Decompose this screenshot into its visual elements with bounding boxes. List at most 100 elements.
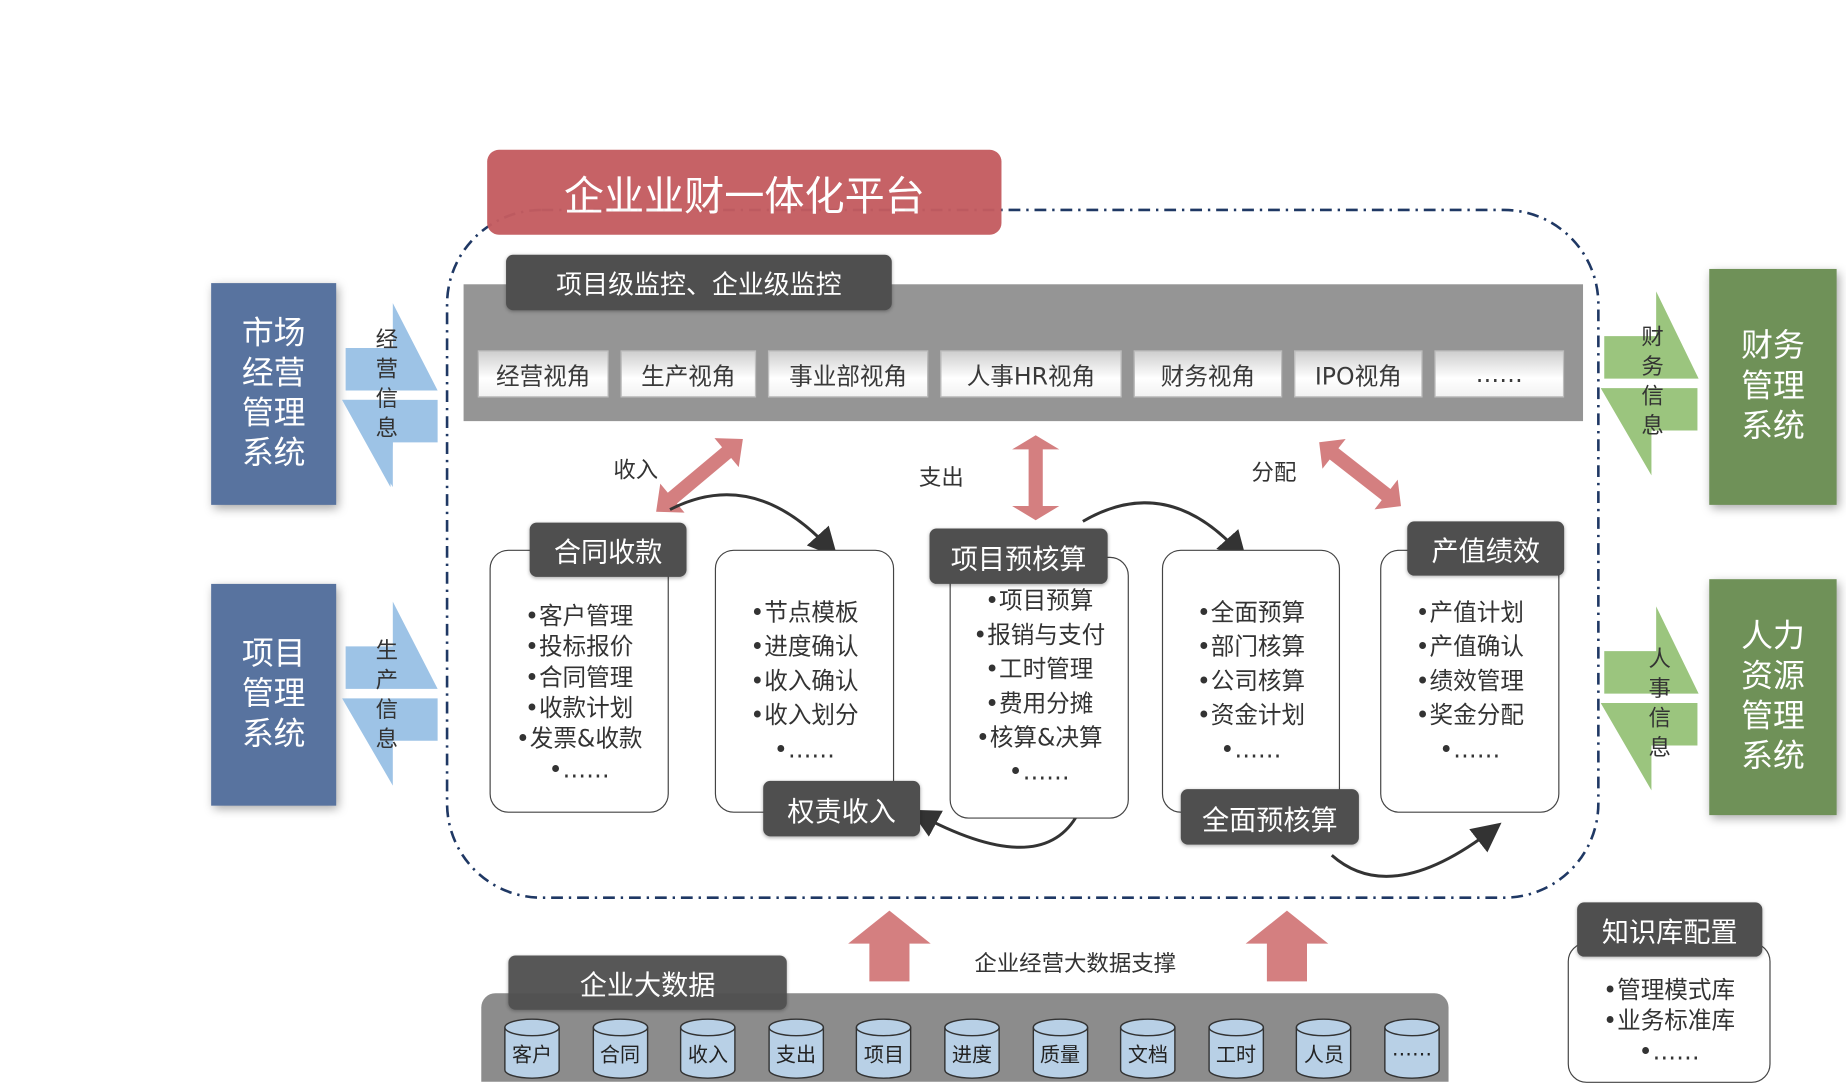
- database-icon: [1032, 1018, 1088, 1079]
- tab-label: ……: [1475, 359, 1523, 389]
- label-char: 经: [375, 326, 399, 353]
- list-item: •投标报价: [525, 632, 634, 661]
- big-data-title-text: 企业大数据: [579, 970, 716, 1002]
- system-line: 管理: [241, 395, 306, 432]
- data-store-cylinder[interactable]: 客户: [504, 1017, 561, 1081]
- project-budgeting-card: •项目预算 •报销与支付 •工时管理 •费用分摊 •核算&决算 •……: [949, 556, 1129, 819]
- system-line: 资源: [1741, 658, 1805, 695]
- tag-text: 全面预核算: [1202, 805, 1338, 836]
- list-item: •收入划分: [750, 700, 859, 729]
- system-line: 管理: [241, 675, 306, 713]
- system-line: 管理: [1741, 698, 1805, 735]
- tab-label: IPO视角: [1314, 361, 1402, 390]
- label-char: 生: [375, 638, 399, 665]
- flow-curve: [1082, 501, 1247, 562]
- comprehensive-budgeting-tag[interactable]: 全面预核算: [1180, 789, 1359, 845]
- data-store-cylinder[interactable]: 项目: [856, 1017, 913, 1081]
- list-item: •合同管理: [525, 662, 634, 692]
- tab-finance-view[interactable]: 财务视角: [1133, 350, 1283, 398]
- tag-text: 产值绩效: [1431, 536, 1540, 568]
- label-char: 息: [375, 415, 399, 442]
- data-store-cylinder[interactable]: 人员: [1296, 1017, 1353, 1081]
- tab-ipo-view[interactable]: IPO视角: [1294, 350, 1423, 398]
- label-char: 息: [375, 726, 399, 753]
- knowledge-base-card: •管理模式库 •业务标准库 •……: [1567, 942, 1771, 1083]
- list-item: •客户管理: [525, 601, 634, 630]
- flow-curve: [1330, 822, 1502, 878]
- knowledge-base-tag[interactable]: 知识库配置: [1577, 902, 1763, 957]
- data-store-label: 收入: [687, 1043, 729, 1068]
- list-item: •……: [1439, 734, 1501, 764]
- list-item: •……: [1638, 1036, 1700, 1066]
- tab-division-view[interactable]: 事业部视角: [767, 350, 929, 398]
- data-store-cylinder[interactable]: ……: [1384, 1017, 1441, 1081]
- support-up-arrow-icon: [1245, 910, 1329, 982]
- tab-production-view[interactable]: 生产视角: [620, 350, 757, 398]
- data-store-cylinder[interactable]: 进度: [944, 1017, 1001, 1081]
- list-item: •收入确认: [750, 666, 859, 695]
- list-item: •产值确认: [1415, 632, 1524, 661]
- data-store-cylinder[interactable]: 工时: [1208, 1017, 1265, 1081]
- label-char: 人: [1648, 646, 1671, 673]
- system-line: 财务: [1741, 327, 1805, 365]
- data-store-cylinder[interactable]: 质量: [1032, 1017, 1089, 1081]
- hr-management-system: 人力 资源 管理 系统: [1709, 579, 1837, 816]
- tab-hr-view[interactable]: 人事HR视角: [940, 350, 1122, 398]
- list-item: •节点模板: [750, 598, 859, 627]
- finance-info-label: 财 务 信 息: [1638, 323, 1666, 441]
- project-budgeting-tag[interactable]: 项目预核算: [929, 528, 1108, 584]
- flow-curve: [909, 809, 1078, 849]
- accrual-revenue-tag[interactable]: 权责收入: [763, 780, 921, 837]
- data-store-cylinder[interactable]: 收入: [680, 1017, 737, 1081]
- database-icon: [1296, 1018, 1352, 1079]
- system-line: 经营: [241, 355, 306, 392]
- system-line: 系统: [241, 435, 306, 472]
- label-char: 信: [375, 697, 399, 724]
- data-store-cylinder[interactable]: 合同: [592, 1017, 649, 1081]
- list-item: •全面预算: [1196, 598, 1306, 627]
- label-char: 信: [375, 385, 399, 412]
- system-line: 管理: [1741, 368, 1805, 405]
- data-store-label: 进度: [951, 1043, 993, 1068]
- contract-collection-tag[interactable]: 合同收款: [529, 522, 687, 577]
- data-store-label: 工时: [1215, 1043, 1257, 1068]
- list-item: •……: [1220, 734, 1282, 764]
- business-info-exchange-arrow-icon: [342, 303, 438, 488]
- list-item: •收款计划: [525, 693, 634, 722]
- hr-info-exchange-arrow-icon: [1600, 606, 1699, 791]
- database-icon: [680, 1018, 736, 1079]
- list-item: •绩效管理: [1415, 666, 1524, 695]
- data-store-cylinder[interactable]: 支出: [768, 1017, 825, 1081]
- label-char: 信: [1641, 383, 1664, 410]
- tab-more-views[interactable]: ……: [1434, 350, 1565, 398]
- label-char: 营: [375, 356, 399, 383]
- finance-info-exchange-arrow-icon: [1600, 291, 1699, 476]
- tab-label: 经营视角: [496, 361, 591, 390]
- list-item: •费用分摊: [985, 688, 1094, 718]
- data-store-cylinder[interactable]: 文档: [1120, 1017, 1177, 1081]
- tab-label: 财务视角: [1160, 361, 1256, 390]
- platform-title: 企业业财一体化平台: [487, 149, 1002, 235]
- production-info-exchange-arrow-icon: [342, 601, 438, 786]
- big-data-support-label: 企业经营大数据支撑: [974, 950, 1177, 977]
- list-item: •……: [1008, 757, 1070, 786]
- list-item: •……: [548, 754, 610, 784]
- tab-business-view[interactable]: 经营视角: [477, 350, 609, 398]
- hr-info-label: 人 事 信 息: [1646, 645, 1674, 763]
- database-icon: [856, 1018, 912, 1079]
- finance-management-system: 财务 管理 系统: [1709, 268, 1837, 505]
- system-line: 人力: [1741, 618, 1805, 655]
- database-icon: [504, 1018, 560, 1079]
- database-icon: [944, 1018, 1000, 1079]
- system-line: 系统: [1741, 408, 1805, 445]
- list-item: •发票&收款: [515, 724, 643, 753]
- output-performance-tag[interactable]: 产值绩效: [1407, 521, 1565, 576]
- list-item: •公司核算: [1196, 666, 1306, 695]
- business-info-label: 经 营 信 息: [373, 326, 401, 444]
- system-line: 系统: [1741, 738, 1805, 775]
- output-performance-card: •产值计划 •产值确认 •绩效管理 •奖金分配 •……: [1380, 549, 1560, 813]
